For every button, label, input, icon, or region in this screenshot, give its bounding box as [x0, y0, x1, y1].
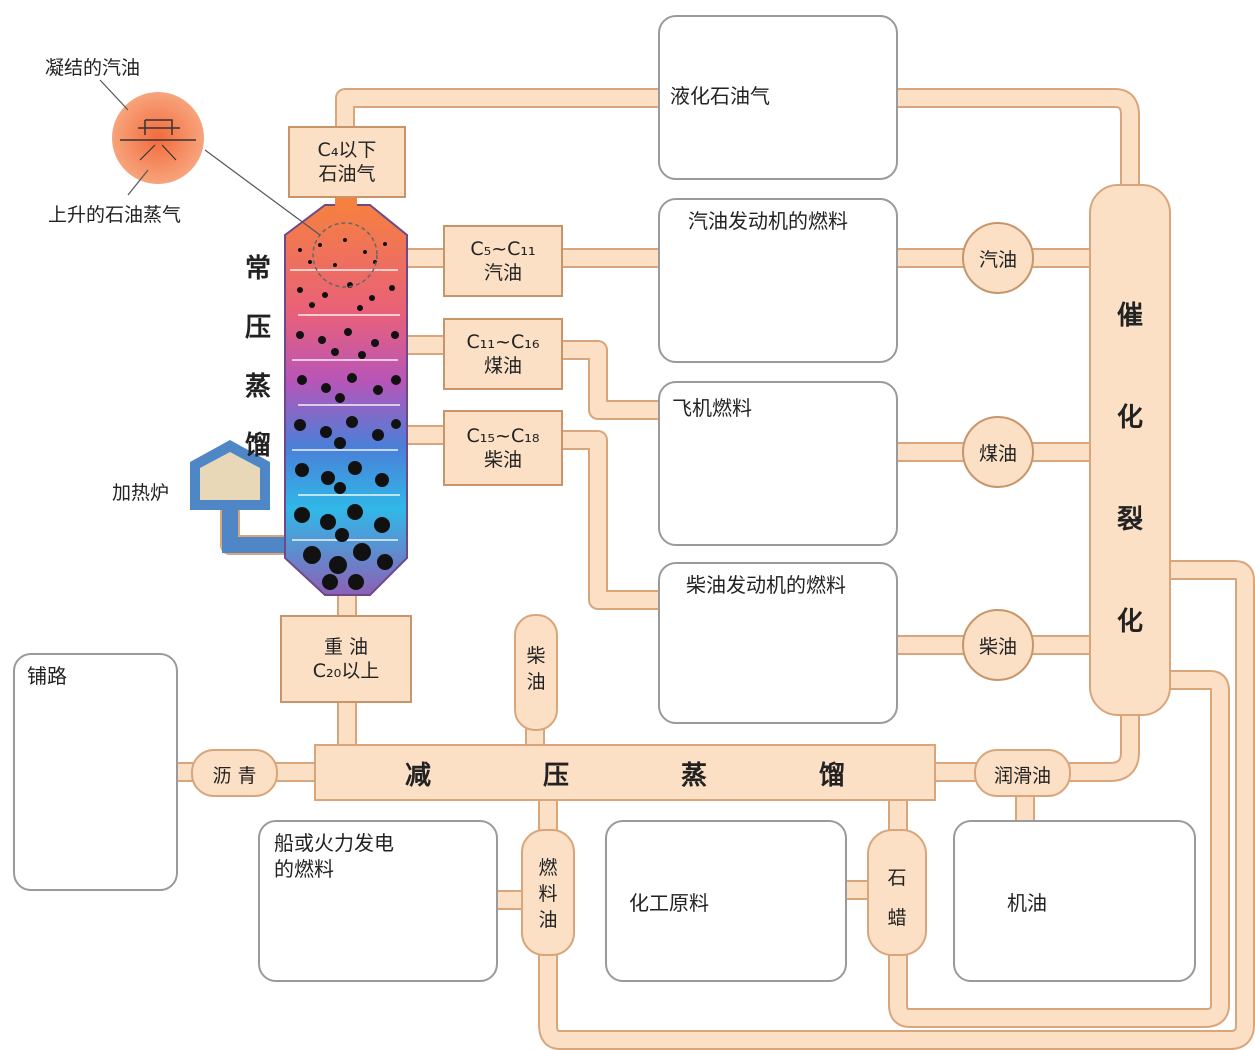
diesel-fuel-label: 柴油发动机的燃料: [686, 573, 846, 597]
vacuum-distillation-label: 减 压 蒸 馏: [405, 761, 845, 791]
distillation-tower: [204, 149, 408, 596]
cracking-gasoline: 汽油: [962, 222, 1034, 294]
atmospheric-distillation-label: 常 压 蒸 馏: [244, 254, 271, 461]
panel-paving: 铺路: [13, 653, 178, 891]
engine-oil-label: 机油: [1007, 891, 1047, 915]
chemical-label: 化工原料: [629, 891, 709, 915]
lpg-label: 液化石油气: [670, 84, 770, 108]
wax-label: 石 蜡: [887, 867, 907, 929]
lubricant-label: 润滑油: [993, 765, 1051, 787]
panel-diesel-fuel: 柴油发动机的燃料: [658, 562, 898, 724]
diesel-vacuum-label: 柴 油: [526, 645, 546, 693]
car-fuel-label: 汽油发动机的燃料: [688, 209, 848, 233]
fraction-c4: C₄以下石油气: [288, 126, 406, 198]
ship-fuel-label: 船或火力发电 的燃料: [274, 831, 394, 881]
cracking-diesel: 柴油: [962, 609, 1034, 681]
jet-fuel-label: 飞机燃料: [672, 396, 752, 420]
vapor-bubble-icon: [99, 79, 204, 196]
panel-chemical: 化工原料: [605, 820, 847, 982]
condensed-gasoline-label: 凝结的汽油: [45, 57, 141, 79]
heater-icon: [190, 440, 270, 510]
heater-label: 加热炉: [112, 482, 170, 504]
panel-car-fuel: 汽油发动机的燃料: [658, 198, 898, 363]
rising-vapor-label: 上升的石油蒸气: [48, 204, 182, 226]
cracking-kerosene: 煤油: [962, 416, 1034, 488]
paving-label: 铺路: [27, 664, 67, 688]
catalytic-cracking-label: 催 化 裂 化: [1116, 301, 1143, 637]
panel-engine-oil: 机油: [953, 820, 1196, 982]
fuel-oil-label: 燃 料 油: [538, 857, 558, 931]
panel-ship-fuel: 船或火力发电 的燃料: [258, 820, 498, 982]
panel-jet-fuel: 飞机燃料: [658, 381, 898, 546]
asphalt-label: 沥 青: [212, 765, 257, 787]
panel-lpg: 液化石油气: [658, 15, 898, 180]
